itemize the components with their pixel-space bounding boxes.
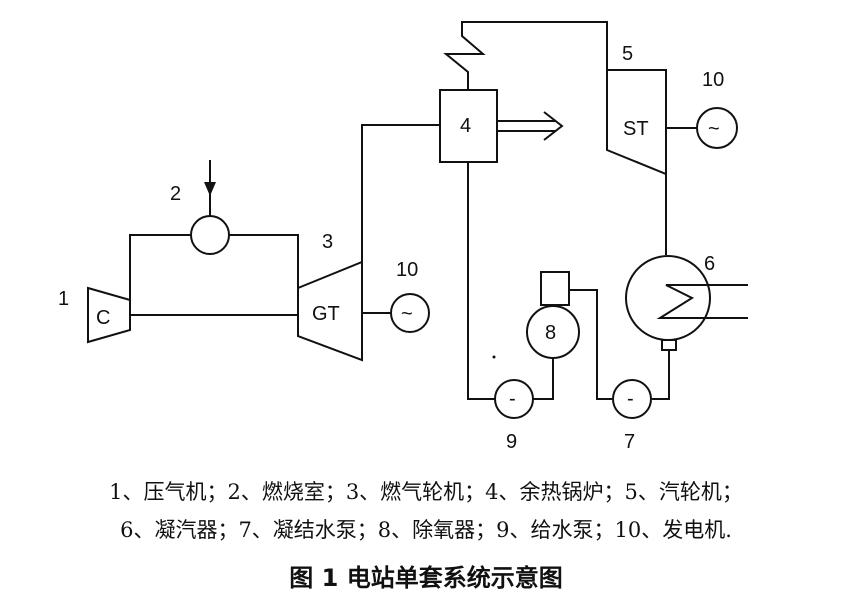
label-7: 7	[624, 431, 635, 453]
deaerator-label: 8	[545, 322, 556, 344]
deaerator-tank	[540, 271, 570, 306]
gas-turbine-label: GT	[312, 303, 340, 325]
label-5: 5	[622, 43, 633, 65]
boiler-label: 4	[460, 115, 471, 137]
condenser-coil	[656, 284, 708, 319]
figure-title: 图 1 电站单套系统示意图	[289, 564, 563, 592]
outlet-arrow-icon	[543, 111, 564, 141]
combustor	[190, 215, 230, 255]
feedwater-line-left	[467, 162, 495, 400]
condensate-line-right	[652, 350, 670, 400]
label-10-gt: 10	[396, 259, 418, 281]
feedwater-line-right	[533, 358, 554, 400]
air-line-left	[129, 234, 191, 300]
steam-turbine-label: ST	[623, 118, 649, 140]
steam-line	[443, 21, 608, 90]
label-2: 2	[170, 183, 181, 205]
power-plant-diagram: C 1 2 GT 3 ~ 10 4 ST 5 ~ 10 6 - 7	[58, 21, 748, 453]
label-3: 3	[322, 231, 333, 253]
gt-generator	[390, 293, 430, 333]
legend-line-1: 1、压气机；2、燃烧室；3、燃气轮机；4、余热锅炉；5、汽轮机；	[109, 480, 743, 504]
condenser	[625, 255, 711, 341]
label-9: 9	[506, 431, 517, 453]
dot-mark	[492, 355, 496, 359]
label-10-st: 10	[702, 69, 724, 91]
st-generator-symbol: ~	[708, 118, 720, 140]
condenser-hotwell	[661, 339, 677, 351]
heat-recovery-boiler	[439, 89, 498, 163]
st-generator	[696, 107, 738, 149]
condensate-pump	[612, 379, 652, 419]
label-6: 6	[704, 253, 715, 275]
legend-line-2: 6、凝汽器；7、凝结水泵；8、除氧器；9、给水泵；10、发电机.	[120, 518, 732, 542]
gas-turbine	[297, 260, 363, 362]
condensate-line-left	[570, 289, 612, 400]
label-1: 1	[58, 288, 69, 310]
compressor	[87, 286, 131, 344]
air-line-right	[229, 234, 299, 290]
fuel-arrow-icon	[204, 182, 216, 196]
gt-generator-symbol: ~	[401, 303, 413, 325]
condensate-pump-symbol: -	[627, 388, 634, 410]
compressor-label: C	[96, 307, 110, 329]
feed-pump-symbol: -	[509, 388, 516, 410]
exhaust-line	[361, 124, 440, 262]
